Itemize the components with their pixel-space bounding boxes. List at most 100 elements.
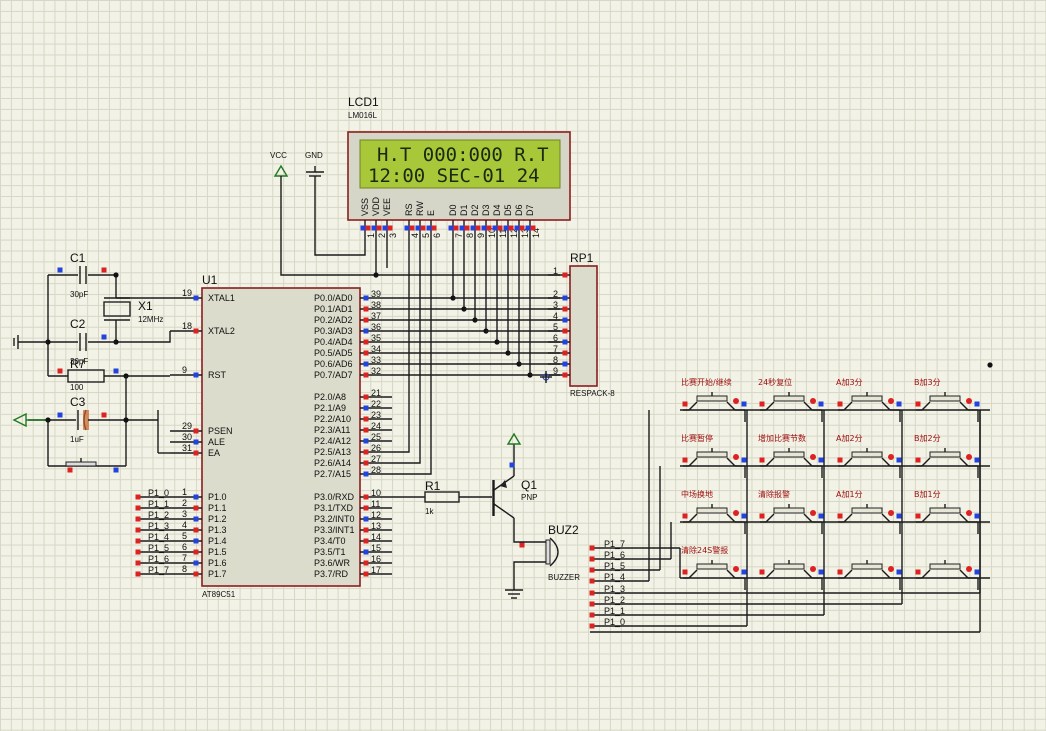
net-label: P1_6 <box>148 554 169 564</box>
net-label: P1_1 <box>604 606 625 616</box>
pin-state-marker <box>363 494 369 500</box>
keypad-button-label: 中场换地 <box>681 489 713 499</box>
pin-state-marker <box>193 428 199 434</box>
keypad-button-r1c2[interactable]: A加2分 <box>836 433 902 478</box>
keypad-button-r3c2[interactable] <box>837 560 902 590</box>
pin-state-marker <box>363 306 369 312</box>
mcu-pin-num: 15 <box>371 543 381 553</box>
pin-state-marker <box>57 412 63 418</box>
keypad-button-label: A加3分 <box>836 377 863 387</box>
pin-state-marker <box>486 225 492 231</box>
mcu-pin-num: 37 <box>371 311 381 321</box>
c2-value: 30pF <box>70 357 88 366</box>
keypad-button-r0c2[interactable]: A加3分 <box>836 377 902 422</box>
pin-state-marker <box>896 457 902 463</box>
lcd-model: LM016L <box>348 111 377 120</box>
mcu-pin-name: P3.7/RD <box>314 569 349 579</box>
pin-state-marker <box>363 449 369 455</box>
pin-state-marker <box>562 339 568 345</box>
keypad-button-r1c0[interactable]: 比赛暂停 <box>681 433 747 478</box>
pin-state-marker <box>135 527 141 533</box>
bus-wiring <box>373 238 560 475</box>
keypad-button-label: 增加比赛节数 <box>758 433 806 443</box>
pin-state-marker <box>363 549 369 555</box>
lcd-pin-name: RW <box>415 201 425 216</box>
keypad-button-r3c0[interactable]: 清除24S警报 <box>681 545 747 590</box>
keypad-button-r2c3[interactable]: B加1分 <box>914 489 980 534</box>
keypad-button-r2c0[interactable]: 中场换地 <box>681 489 747 534</box>
pin-state-marker <box>363 416 369 422</box>
lcd-pin-name: D5 <box>503 204 513 216</box>
pin-state-marker <box>974 569 980 575</box>
lcd-pin-num: 1 <box>366 233 376 238</box>
lcd-pin-name: D2 <box>470 204 480 216</box>
keypad-button-r2c1[interactable]: 清除报警 <box>758 489 824 534</box>
keypad-button-label: 比赛开始/继续 <box>681 377 732 387</box>
pin-state-marker <box>193 328 199 334</box>
mcu-ref: U1 <box>202 273 218 287</box>
lcd-pin-num: 6 <box>432 233 442 238</box>
pin-state-marker <box>589 578 595 584</box>
r1-ref: R1 <box>425 479 441 493</box>
pin-state-marker <box>562 306 568 312</box>
lcd-screen <box>359 139 561 189</box>
mcu-pin-num: 11 <box>371 499 380 509</box>
pin-state-marker <box>562 317 568 323</box>
pin-state-marker <box>741 513 747 519</box>
pin-state-marker <box>113 368 119 374</box>
mcu-pin-num: 30 <box>182 432 192 442</box>
keypad-button-r1c1[interactable]: 增加比赛节数 <box>758 433 824 478</box>
mcu-pin-name: P2.1/A9 <box>314 403 346 413</box>
pin-state-marker <box>896 401 902 407</box>
keypad-button-r0c1[interactable]: 24秒复位 <box>758 377 824 422</box>
pin-state-marker <box>409 225 415 231</box>
pin-state-marker <box>974 457 980 463</box>
pin-state-marker <box>475 225 481 231</box>
pin-state-marker <box>759 457 765 463</box>
pin-state-marker <box>135 516 141 522</box>
mcu-pin-name: P1.3 <box>208 525 227 535</box>
keypad-button-r0c3[interactable]: B加3分 <box>914 377 980 422</box>
mcu-pin-num: 38 <box>371 300 381 310</box>
pin-state-marker <box>193 549 199 555</box>
pin-state-marker <box>193 372 199 378</box>
pin-state-marker <box>363 339 369 345</box>
mcu-pin-name: P2.3/A11 <box>314 425 350 435</box>
pin-state-marker <box>837 569 843 575</box>
keypad-button-r3c1[interactable] <box>759 560 824 590</box>
c2-ref: C2 <box>70 317 86 331</box>
buz-value: BUZZER <box>548 573 580 582</box>
keypad-button-r1c3[interactable]: B加2分 <box>914 433 980 478</box>
c3-value: 1uF <box>70 435 84 444</box>
mcu-pin-name: P3.5/T1 <box>314 547 346 557</box>
mcu-pin-name: P2.2/A10 <box>314 414 351 424</box>
net-label: P1_5 <box>148 543 169 553</box>
keypad-button-r3c3[interactable] <box>915 560 980 590</box>
pin-state-marker <box>363 394 369 400</box>
net-label: P1_6 <box>604 550 625 560</box>
pin-state-marker <box>382 225 388 231</box>
pin-state-marker <box>363 538 369 544</box>
pin-state-marker <box>915 513 921 519</box>
pin-state-marker <box>101 412 107 418</box>
keypad-matrix[interactable]: P1_7P1_6P1_5P1_4P1_3P1_2P1_1P1_0 <box>589 362 993 633</box>
mcu-pin-num: 31 <box>182 443 192 453</box>
gnd-label: GND <box>305 151 323 160</box>
pin-state-marker <box>57 267 63 273</box>
mcu-pin-num: 9 <box>182 365 187 375</box>
mcu-pin-name: EA <box>208 448 220 458</box>
keypad-button-label: 比赛暂停 <box>681 433 713 443</box>
keypad-button-r0c0[interactable]: 比赛开始/继续 <box>681 377 747 422</box>
mcu-at89c51[interactable]: U1AT89C51XTAL119XTAL218RST9PSEN29ALE30EA… <box>135 273 393 599</box>
mcu-pin-name: P0.1/AD1 <box>314 304 353 314</box>
mcu-pin-num: 8 <box>182 564 187 574</box>
mcu-pin-num: 5 <box>182 531 187 541</box>
keypad-button-r2c2[interactable]: A加1分 <box>836 489 902 534</box>
rp1-pin-num: 7 <box>553 344 558 354</box>
